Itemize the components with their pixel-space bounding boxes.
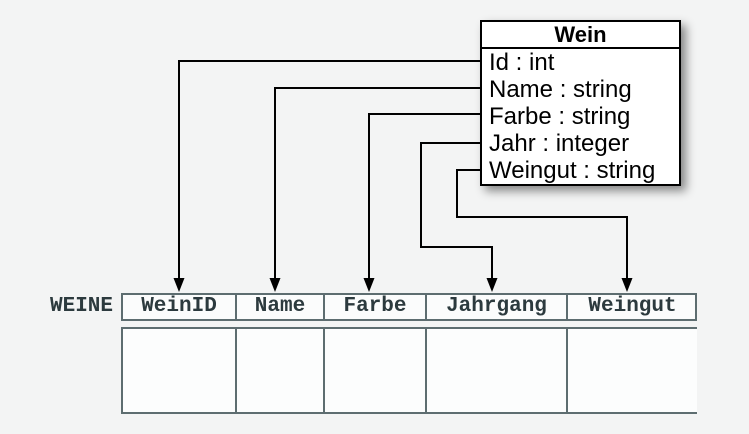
- class-title: Wein: [482, 22, 679, 49]
- connector-id-to-weinid: [173, 60, 481, 292]
- table-cell-empty: [427, 329, 568, 412]
- arrowhead-down-icon: [269, 278, 281, 292]
- connector-farbe-to-farbe: [363, 113, 481, 292]
- arrowhead-down-icon: [173, 278, 185, 292]
- connector-name-to-name: [269, 87, 481, 292]
- class-attribute-name: Name : string: [489, 76, 632, 103]
- table-cell-empty: [237, 329, 325, 412]
- arrowhead-down-icon: [486, 278, 498, 292]
- connector-weingut-to-weingut: [456, 169, 633, 292]
- column-header-weingut: Weingut: [588, 295, 677, 318]
- table-cell-empty: [123, 329, 237, 412]
- arrowhead-down-icon: [621, 278, 633, 292]
- column-header-farbe: Farbe: [325, 295, 427, 319]
- column-header-name: Name: [237, 295, 325, 319]
- column-header-weinid: WeinID: [123, 295, 237, 319]
- table-cell-empty: [568, 329, 697, 412]
- connector-jahr-to-jahrgang: [420, 142, 498, 292]
- db-table-empty-row: [121, 327, 697, 414]
- class-attribute-farbe: Farbe : string: [489, 103, 631, 130]
- db-table-header-row: WeinID Name Farbe Jahrgang Weingut: [121, 293, 697, 321]
- class-attribute-id: Id : int: [489, 49, 555, 76]
- class-attribute-list: Id : int Name : string Farbe : string Ja…: [482, 49, 679, 184]
- class-attribute-jahr: Jahr : integer: [489, 130, 630, 157]
- arrowhead-down-icon: [363, 278, 375, 292]
- table-name-label: WEINE: [49, 295, 113, 318]
- column-header-jahrgang: Jahrgang: [427, 295, 568, 319]
- table-cell-empty: [325, 329, 427, 412]
- class-attribute-weingut: Weingut : string: [489, 157, 656, 184]
- uml-class-box: Wein Id : int Name : string Farbe : stri…: [480, 20, 681, 186]
